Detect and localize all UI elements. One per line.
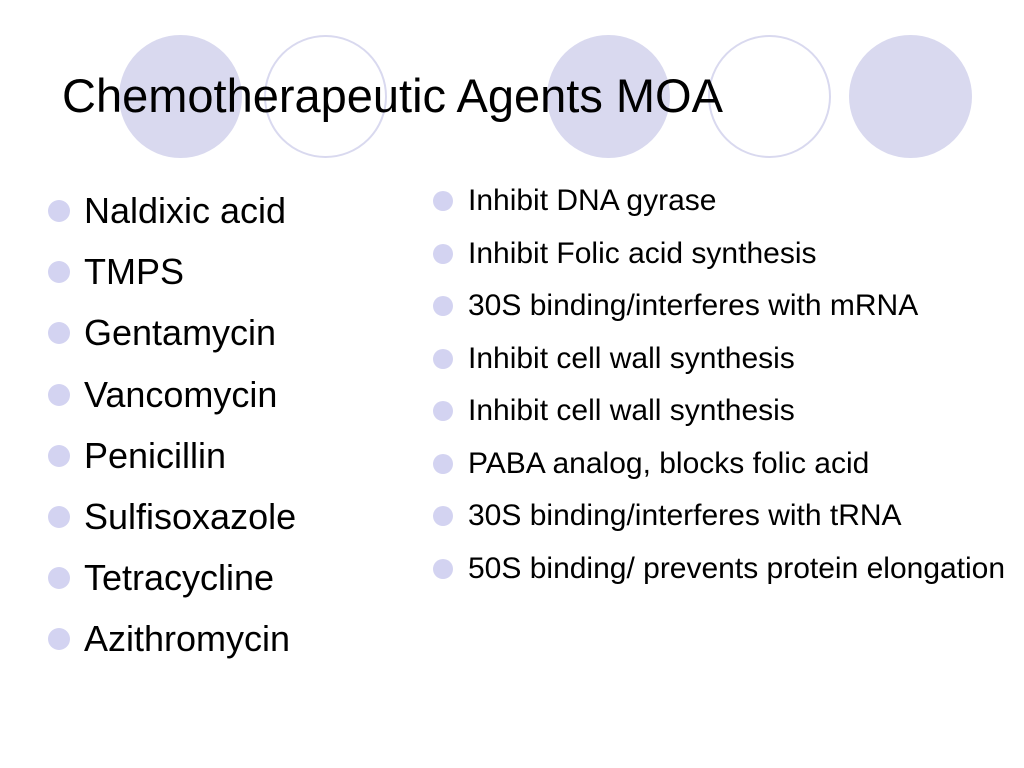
mechanism-item: PABA analog, blocks folic acid (433, 442, 1008, 486)
bullet-icon (48, 261, 70, 284)
bullet-icon (48, 567, 70, 590)
mechanism-item: 30S binding/interferes with mRNA (433, 284, 1008, 328)
mechanism-label: Inhibit cell wall synthesis (468, 394, 795, 427)
mechanism-item: 50S binding/ prevents protein elongation (433, 547, 1008, 591)
drug-label: TMPS (84, 251, 185, 293)
mechanism-label: 30S binding/interferes with tRNA (468, 499, 902, 532)
decorative-circle (708, 35, 831, 158)
drug-item: Azithromycin (48, 618, 388, 679)
mechanism-label: Inhibit DNA gyrase (468, 184, 717, 217)
drug-label: Gentamycin (84, 312, 277, 354)
slide-title: Chemotherapeutic Agents MOA (62, 69, 723, 122)
drug-label: Penicillin (84, 434, 227, 476)
mechanism-list: Inhibit DNA gyrase Inhibit Folic acid sy… (433, 179, 1008, 599)
drug-item: Tetracycline (48, 557, 388, 618)
mechanism-item: Inhibit cell wall synthesis (433, 389, 1008, 433)
bullet-icon (48, 322, 70, 345)
mechanism-label: Inhibit Folic acid synthesis (468, 236, 817, 270)
bullet-icon (433, 348, 453, 369)
mechanism-label: Inhibit cell wall synthesis (468, 341, 795, 375)
decorative-circle (849, 35, 972, 158)
mechanism-item: Inhibit DNA gyrase (433, 179, 1008, 223)
mechanism-label: 50S binding/ prevents protein elongation (468, 551, 1006, 585)
drug-item: Naldixic acid (48, 190, 388, 251)
bullet-icon (433, 401, 453, 421)
drug-item: Sulfisoxazole (48, 496, 388, 557)
drug-item: Vancomycin (48, 374, 388, 435)
bullet-icon (433, 453, 453, 474)
bullet-icon (48, 200, 70, 222)
bullet-icon (433, 506, 453, 526)
decorative-circle (264, 35, 387, 158)
mechanism-item: Inhibit Folic acid synthesis (433, 232, 1008, 276)
mechanism-item: Inhibit cell wall synthesis (433, 337, 1008, 381)
bullet-icon (433, 243, 453, 264)
bullet-icon (48, 383, 70, 406)
bullet-icon (433, 558, 453, 579)
mechanism-item: 30S binding/interferes with tRNA (433, 494, 1008, 538)
bullet-icon (48, 628, 70, 651)
drug-label: Azithromycin (84, 618, 291, 660)
drug-label: Tetracycline (84, 557, 275, 599)
bullet-icon (48, 444, 70, 467)
decorative-circle (119, 35, 242, 158)
drug-label: Naldixic acid (84, 190, 287, 231)
decorative-circle (547, 35, 670, 158)
drug-item: Penicillin (48, 435, 388, 496)
bullet-icon (48, 505, 70, 528)
bullet-icon (433, 191, 453, 211)
mechanism-label: 30S binding/interferes with mRNA (468, 289, 919, 322)
drug-list: Naldixic acid TMPS Gentamycin Vancomycin… (48, 190, 388, 680)
bullet-icon (433, 296, 453, 316)
drug-item: TMPS (48, 251, 388, 312)
drug-label: Vancomycin (84, 373, 278, 415)
drug-label: Sulfisoxazole (84, 495, 297, 537)
drug-item: Gentamycin (48, 312, 388, 373)
mechanism-label: PABA analog, blocks folic acid (468, 446, 870, 480)
